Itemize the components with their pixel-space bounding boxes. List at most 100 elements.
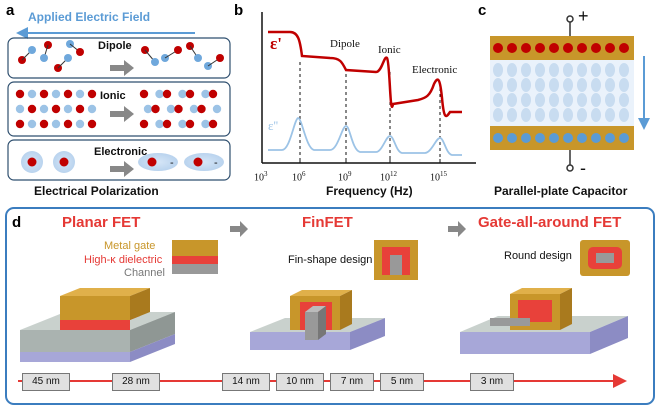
dipole-cell [619,108,629,122]
dipole-cell [493,108,503,122]
anion [27,119,37,129]
eps-imag-label: ε'' [268,118,279,133]
mode-dipole: Dipole [98,40,132,52]
capacitor [490,15,650,172]
anion [39,104,49,114]
anion [75,89,85,99]
tick-1e15: 1015 [430,170,447,184]
positive-charge [507,43,517,53]
eps-real-label: ε' [270,34,282,53]
positive-charge [549,43,559,53]
caption-a: Electrical Polarization [34,184,159,198]
positive-charge [605,43,615,53]
title-planar-fet: Planar FET [62,214,141,231]
plus-terminal-label: + [578,6,589,26]
negative-charge [577,133,587,143]
panel-letter-d: d [12,214,22,231]
dipole-cell [563,78,573,92]
process-arrow [110,106,134,122]
anion [155,119,164,129]
field-label: Applied Electric Field [28,10,151,24]
frequency-axis-label: Frequency (Hz) [326,184,413,198]
cation [87,119,97,129]
dipole-cell [591,93,601,107]
fin-shape-design-label: Fin-shape design [288,254,373,266]
tick-1e6: 106 [292,170,306,184]
cation [87,89,97,99]
anion [178,119,187,129]
process-arrow [110,60,134,76]
dipole-cell [591,108,601,122]
dipole-molecules-random [18,40,84,72]
dipole-cell [521,63,531,77]
dipole-cell [535,63,545,77]
svg-text:-: - [170,157,174,169]
ionic-lattice-left [15,89,97,129]
dipole-cell [563,93,573,107]
svg-text:-: - [214,157,218,169]
anion [189,104,199,114]
negative-charge [535,133,545,143]
dipole-cell [591,78,601,92]
anion [143,104,153,114]
cation [174,104,183,114]
cation [63,119,73,129]
dipole-cell [619,93,629,107]
positive-charge [521,43,531,53]
dipole-cell [619,63,629,77]
cation [197,104,206,114]
negative-charge [619,133,629,143]
dipole-cell [507,63,517,77]
electronic-atoms: - - [21,151,224,173]
anion [51,89,61,99]
anion [27,89,37,99]
anion [15,104,25,114]
minus-terminal-label: - [580,158,586,178]
title-gaa-fet: Gate-all-around FET [478,214,622,231]
dipole-cell [493,63,503,77]
spectrum-plot [261,12,476,164]
negative-charge [591,133,601,143]
dipole-cell [605,63,615,77]
anion [155,89,164,99]
tick-1e9: 109 [338,170,352,184]
panel-letter-a: a [6,2,15,19]
anion [51,119,61,129]
cation [15,89,25,99]
tick-1e12: 1012 [380,170,397,184]
anion [75,119,85,129]
finfet-inset [374,240,418,280]
dipole-cell [577,93,587,107]
legend-high-k: High-κ dielectric [84,254,163,266]
electronic-box [7,139,231,181]
negative-charge [493,133,503,143]
dipole-cell [577,78,587,92]
process-arrow [110,161,134,177]
cation [63,89,73,99]
mode-ionic: Ionic [100,90,126,102]
title-finfet: FinFET [302,214,353,231]
dipole-cell [591,63,601,77]
dipole-cell [619,78,629,92]
legend-channel: Channel [124,267,165,279]
negative-charge [549,133,559,143]
eps-imag-curve [268,117,462,156]
negative-charge [521,133,531,143]
annotation-dipole: Dipole [330,38,360,50]
dipole-cell [577,108,587,122]
dipole-cell [549,108,559,122]
cation [162,89,172,99]
node-28nm: 28 nm [112,373,160,391]
dipole-cell [549,63,559,77]
dipole-cell [507,108,517,122]
negative-charge [507,133,517,143]
dipole-cell [535,108,545,122]
finfet-device [250,290,385,350]
gaa-device [460,288,628,354]
cation [185,89,195,99]
dipole-box [7,37,231,79]
cation [208,89,218,99]
cation [162,119,172,129]
annotation-electronic: Electronic [412,64,458,76]
